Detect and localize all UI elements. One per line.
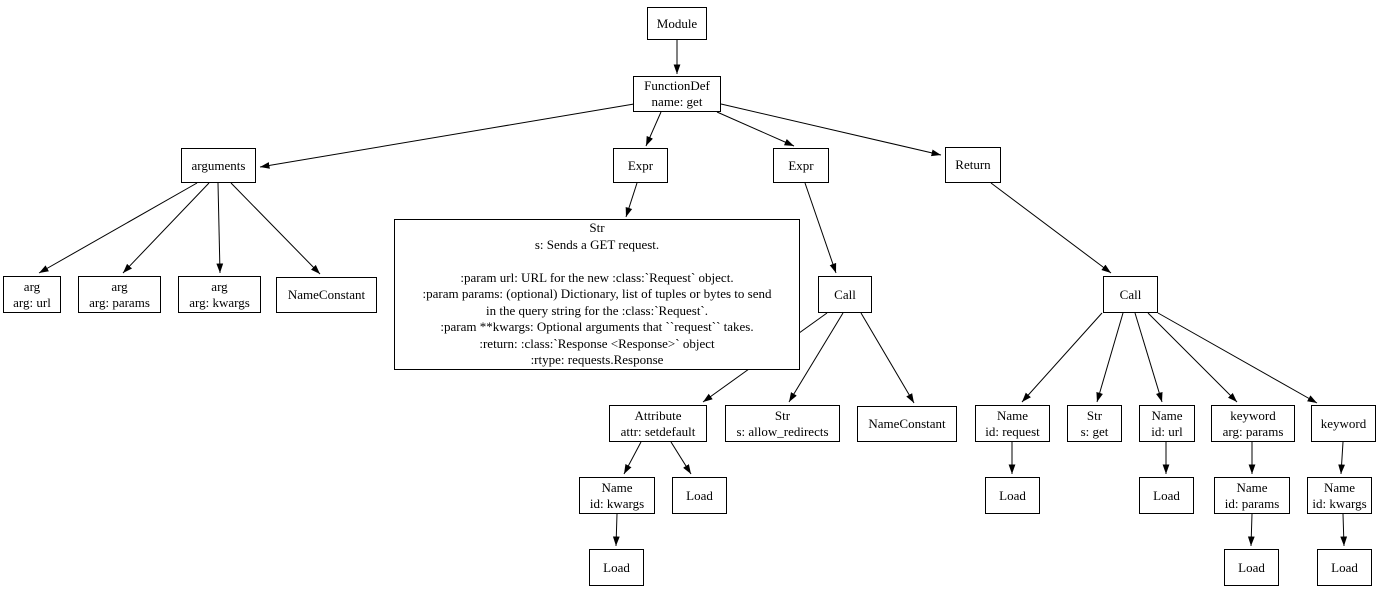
edge-functiondef-expr-docstring bbox=[645, 111, 662, 147]
edge-name-kwargs-right-load bbox=[1340, 513, 1348, 547]
edge-attribute-load bbox=[670, 441, 692, 475]
node-name-kwargs-right: Name id: kwargs bbox=[1307, 477, 1372, 514]
node-arg-url-label: arg arg: url bbox=[13, 278, 51, 310]
node-call-request: Call bbox=[1103, 276, 1158, 313]
node-module-label: Module bbox=[656, 15, 698, 31]
node-arguments: arguments bbox=[181, 148, 256, 183]
node-keyword-params: keyword arg: params bbox=[1211, 405, 1295, 442]
node-arg-url: arg arg: url bbox=[3, 276, 61, 313]
node-load-url-label: Load bbox=[1153, 487, 1180, 503]
node-load-kwargs-left-label: Load bbox=[603, 559, 630, 575]
edge-call-nameconstant-true bbox=[860, 312, 915, 404]
edge-functiondef-arguments bbox=[259, 103, 635, 169]
node-expr-call: Expr bbox=[773, 148, 829, 183]
node-call-setdefault: Call bbox=[818, 276, 872, 313]
edge-functiondef-expr-call bbox=[716, 111, 795, 147]
node-expr-docstring: Expr bbox=[613, 148, 668, 183]
node-load-kwargs-right-label: Load bbox=[1331, 559, 1358, 575]
edge-arguments-arg-params bbox=[122, 182, 210, 274]
edge-functiondef-return bbox=[720, 103, 942, 157]
node-call-request-label: Call bbox=[1119, 286, 1142, 302]
node-arg-params-label: arg arg: params bbox=[89, 278, 150, 310]
node-str-get: Str s: get bbox=[1067, 405, 1122, 442]
node-module: Module bbox=[647, 7, 707, 40]
node-expr-call-label: Expr bbox=[788, 157, 814, 173]
node-load-kwargs-right: Load bbox=[1317, 549, 1372, 586]
node-arg-kwargs: arg arg: kwargs bbox=[178, 276, 261, 313]
edge-name-kwargs-left-load bbox=[612, 513, 620, 547]
node-load-attribute: Load bbox=[672, 477, 727, 514]
node-functiondef-label: FunctionDef name: get bbox=[644, 78, 710, 109]
node-nameconstant-default: NameConstant bbox=[276, 277, 377, 313]
node-name-kwargs-left-label: Name id: kwargs bbox=[589, 479, 645, 511]
edge-call-name-url bbox=[1134, 312, 1163, 403]
edge-call-str-get bbox=[1096, 312, 1124, 403]
edge-call-str-allow-redirects bbox=[788, 312, 844, 403]
node-arg-params: arg arg: params bbox=[78, 276, 161, 313]
edge-keyword-kwargs-name-kwargs bbox=[1338, 441, 1345, 475]
node-name-url-label: Name id: url bbox=[1151, 407, 1183, 439]
node-return: Return bbox=[945, 147, 1001, 183]
node-load-kwargs-left: Load bbox=[589, 549, 644, 586]
node-name-kwargs-right-label: Name id: kwargs bbox=[1312, 479, 1367, 511]
node-name-kwargs-left: Name id: kwargs bbox=[579, 477, 655, 514]
edge-expr-docstring-str bbox=[625, 182, 638, 218]
node-docstring: Str s: Sends a GET request. :param url: … bbox=[394, 219, 800, 370]
node-nameconstant-default-label: NameConstant bbox=[287, 287, 366, 303]
node-attribute-setdefault: Attribute attr: setdefault bbox=[609, 405, 707, 442]
edge-call-keyword-params bbox=[1147, 312, 1238, 403]
node-keyword-params-label: keyword arg: params bbox=[1222, 407, 1284, 439]
node-str-allow-redirects-label: Str s: allow_redirects bbox=[736, 407, 829, 439]
edge-arguments-nameconstant bbox=[230, 182, 321, 275]
node-nameconstant-true: NameConstant bbox=[857, 406, 957, 442]
node-load-request: Load bbox=[985, 477, 1040, 514]
edge-attribute-name-kwargs bbox=[623, 441, 642, 475]
node-return-label: Return bbox=[955, 157, 991, 173]
node-name-url: Name id: url bbox=[1139, 405, 1195, 442]
node-keyword-kwargs-label: keyword bbox=[1320, 415, 1367, 431]
node-expr-docstring-label: Expr bbox=[627, 157, 654, 173]
edge-arguments-arg-url bbox=[38, 182, 198, 274]
node-load-params: Load bbox=[1224, 549, 1279, 586]
node-load-params-label: Load bbox=[1238, 559, 1265, 575]
edge-arguments-arg-kwargs bbox=[216, 182, 224, 274]
edge-expr-call-call bbox=[804, 182, 837, 274]
node-docstring-label: Str s: Sends a GET request. :param url: … bbox=[422, 220, 772, 368]
node-str-get-label: Str s: get bbox=[1080, 407, 1109, 439]
node-load-attribute-label: Load bbox=[686, 487, 713, 503]
edge-call-name-request bbox=[1021, 312, 1103, 403]
node-call-setdefault-label: Call bbox=[834, 286, 856, 302]
node-str-allow-redirects: Str s: allow_redirects bbox=[725, 405, 840, 442]
node-name-request: Name id: request bbox=[975, 405, 1050, 442]
edge-name-params-load bbox=[1247, 513, 1255, 547]
node-name-params: Name id: params bbox=[1214, 477, 1290, 514]
node-load-url: Load bbox=[1139, 477, 1194, 514]
edge-call-keyword-kwargs bbox=[1157, 312, 1318, 404]
node-name-params-label: Name id: params bbox=[1224, 479, 1280, 511]
node-load-request-label: Load bbox=[999, 487, 1026, 503]
node-nameconstant-true-label: NameConstant bbox=[868, 416, 946, 432]
edge-return-call bbox=[990, 182, 1112, 274]
node-name-request-label: Name id: request bbox=[985, 407, 1040, 439]
node-arguments-label: arguments bbox=[191, 157, 246, 173]
node-attribute-setdefault-label: Attribute attr: setdefault bbox=[620, 407, 696, 439]
node-arg-kwargs-label: arg arg: kwargs bbox=[189, 278, 250, 310]
node-functiondef: FunctionDef name: get bbox=[633, 76, 721, 112]
node-keyword-kwargs: keyword bbox=[1311, 405, 1376, 442]
